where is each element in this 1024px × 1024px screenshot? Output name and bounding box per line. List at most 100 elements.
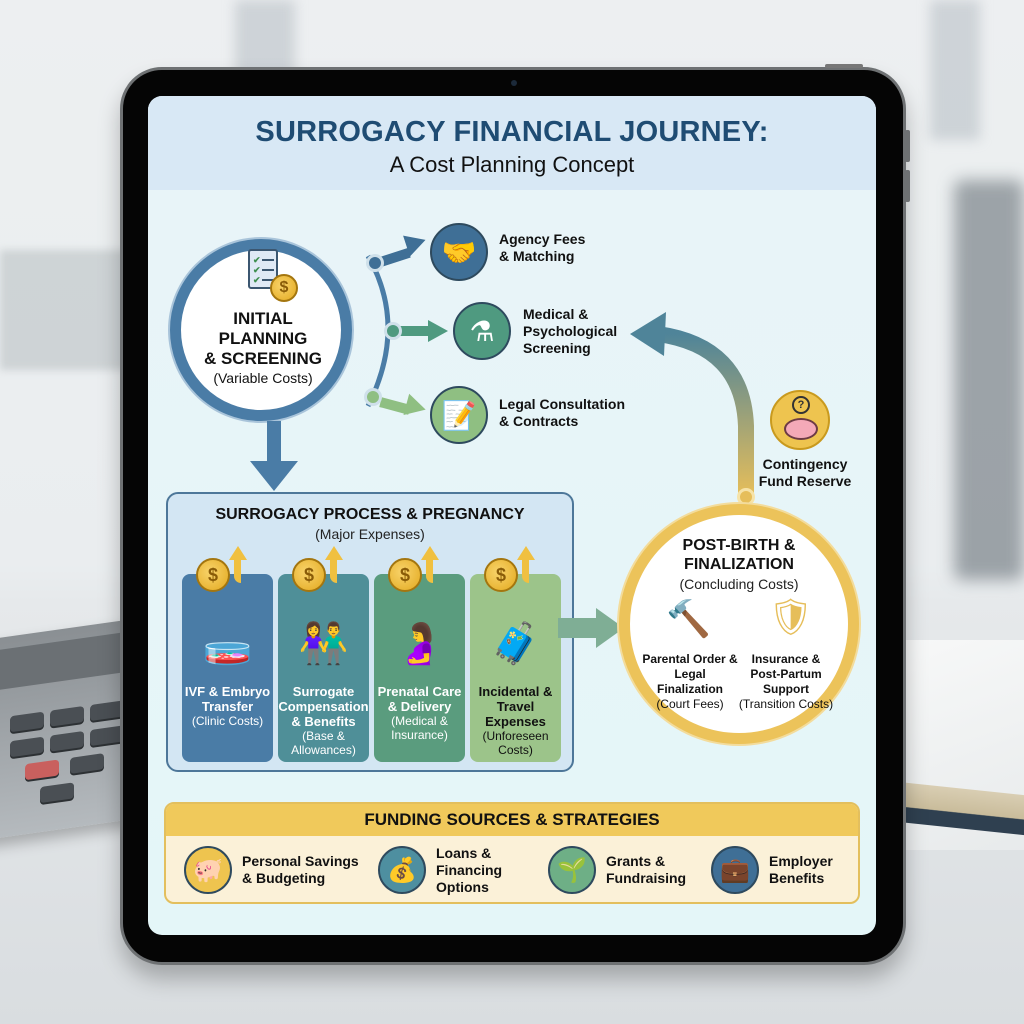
branch-label-legal-consultation: Legal Consultation & Contracts — [499, 396, 625, 429]
rising-arrow-icon — [325, 546, 343, 560]
rising-arrow-icon — [234, 559, 241, 583]
initial-planning-title: INITIAL — [233, 309, 293, 328]
money-bag-icon: 💰 — [378, 846, 426, 894]
post-birth-item-note: (Court Fees) — [656, 697, 724, 711]
process-subtitle: (Major Expenses) — [315, 526, 425, 542]
contingency-label: Contingency Fund Reserve — [758, 456, 852, 489]
camera-icon — [511, 80, 517, 86]
flask-icon: ⚗ — [453, 302, 511, 360]
contract-pen-icon: 📝 — [430, 386, 488, 444]
branch-arrow-head — [428, 320, 448, 342]
initial-planning-title: & SCREENING — [203, 349, 323, 368]
calculator-key — [90, 725, 124, 747]
process-title: SURROGACY PROCESS & PREGNANCY — [215, 506, 525, 523]
funding-sources-section: FUNDING SOURCES & STRATEGIES 🐖 Personal … — [164, 802, 860, 904]
calculator-display — [0, 631, 130, 693]
dollar-coin-icon: $ — [388, 558, 422, 592]
dollar-coin-icon: $ — [196, 558, 230, 592]
hand-sprout-icon: 🌱 — [548, 846, 596, 894]
branch-arrow-shaft — [400, 326, 430, 336]
branch-label-medical-screening: Medical & Psychological Screening — [523, 306, 618, 356]
funding-item-label: Personal Savings & Budgeting — [242, 853, 359, 886]
return-arrow — [630, 312, 754, 496]
piggy-bank-icon: 🐖 — [184, 846, 232, 894]
post-birth-item-insurance: Insurance & Post-Partum Support (Transit… — [736, 652, 836, 712]
calculator-key — [10, 736, 44, 758]
dollar-coin-icon: $ — [484, 558, 518, 592]
initial-planning-note: (Variable Costs) — [213, 370, 313, 386]
calculator-key — [10, 711, 44, 733]
post-birth-item-note: (Transition Costs) — [738, 697, 834, 711]
rising-arrow-icon — [421, 546, 439, 560]
calculator — [0, 618, 140, 842]
branch-node — [384, 322, 402, 340]
initial-planning-text: INITIAL PLANNING & SCREENING (Variable C… — [188, 309, 338, 387]
funding-item-label: Employer Benefits — [769, 853, 833, 886]
expense-card-ivf: 🧫 IVF & Embryo Transfer (Clinic Costs) — [182, 574, 273, 762]
background-pillar — [930, 0, 980, 140]
calculator-key — [90, 700, 124, 722]
funding-item-employer-benefits: 💼 Employer Benefits — [711, 840, 833, 900]
calculator-key-red — [25, 759, 59, 781]
calculator-key — [50, 730, 84, 752]
post-birth-circle — [619, 504, 859, 744]
pregnancy-hospital-icon: 🤰 — [394, 622, 445, 666]
checklist-document-icon: ✔ ✔ ✔ — [248, 249, 278, 289]
branch-label-agency-fees: Agency Fees & Matching — [499, 231, 586, 264]
tablet-volume-up-button — [905, 130, 910, 162]
branch-node — [364, 388, 382, 406]
piggy-bank-question-icon: ? — [770, 390, 830, 450]
funding-item-personal-savings: 🐖 Personal Savings & Budgeting — [184, 840, 359, 900]
post-birth-subtitle: (Concluding Costs) — [679, 576, 799, 592]
expense-card-title: Incidental & Travel Expenses (Unforeseen… — [470, 684, 561, 757]
expense-card-title: IVF & Embryo Transfer (Clinic Costs) — [182, 684, 273, 728]
expense-card-incidental-travel: 🧳 Incidental & Travel Expenses (Unforese… — [470, 574, 561, 762]
expense-card-title: Prenatal Care & Delivery (Medical & Insu… — [374, 684, 465, 742]
background-shelf — [0, 250, 130, 370]
page-title: SURROGACY FINANCIAL JOURNEY: — [255, 116, 769, 148]
expense-card-surrogate-compensation: 👫 Surrogate Compensation & Benefits (Bas… — [278, 574, 369, 762]
rising-arrow-icon — [517, 546, 535, 560]
funding-item-label: Grants & Fundraising — [606, 853, 687, 886]
dollar-coin-icon: $ — [292, 558, 326, 592]
page-subtitle: A Cost Planning Concept — [389, 152, 635, 177]
briefcase-icon: 💼 — [711, 846, 759, 894]
petri-dish-icon: 🧫 — [202, 622, 253, 666]
branch-arrow-head — [403, 393, 429, 421]
surrogacy-process-section: SURROGACY PROCESS & PREGNANCY (Major Exp… — [166, 492, 574, 772]
funding-item-loans: 💰 Loans & Financing Options — [378, 840, 502, 900]
right-arrow-icon — [558, 608, 624, 648]
down-arrow-icon — [250, 421, 298, 491]
tablet-screen: SURROGACY FINANCIAL JOURNEY: A Cost Plan… — [148, 96, 876, 935]
expense-card-title: Surrogate Compensation & Benefits (Base … — [278, 684, 369, 757]
expense-card-note: (Medical & Insurance) — [391, 714, 448, 742]
rising-arrow-icon — [330, 559, 337, 583]
initial-planning-title: PLANNING — [218, 329, 308, 348]
branch-node — [366, 254, 384, 272]
funding-title: FUNDING SOURCES & STRATEGIES — [166, 804, 858, 836]
dollar-coin-icon: $ — [270, 274, 298, 302]
handshake-icon: 🤝 — [430, 223, 488, 281]
calculator-key — [70, 753, 104, 774]
tablet-power-button — [825, 64, 863, 68]
gavel-icon: 🔨 — [666, 598, 711, 639]
calculator-key — [50, 705, 84, 727]
background-monitor — [954, 180, 1024, 580]
luggage-car-icon: 🧳 — [490, 622, 541, 666]
tablet-volume-down-button — [905, 170, 910, 202]
shield-check-icon: 🛡 — [768, 596, 814, 637]
funding-item-grants: 🌱 Grants & Fundraising — [548, 840, 686, 900]
post-birth-item-parental-order: Parental Order & Legal Finalization (Cou… — [640, 652, 740, 712]
expense-card-note: (Base & Allowances) — [291, 729, 356, 757]
expense-card-note: (Unforeseen Costs) — [482, 729, 549, 757]
rising-arrow-icon — [522, 559, 529, 583]
funding-item-label: Loans & Financing Options — [436, 844, 503, 895]
rising-arrow-icon — [426, 559, 433, 583]
rising-arrow-icon — [229, 546, 247, 560]
infographic-header: SURROGACY FINANCIAL JOURNEY: A Cost Plan… — [148, 96, 876, 190]
couple-heart-icon: 👫 — [298, 622, 349, 666]
expense-card-note: (Clinic Costs) — [191, 714, 264, 728]
post-birth-title: POST-BIRTH & FINALIZATION — [682, 537, 796, 573]
expense-card-prenatal-care: 🤰 Prenatal Care & Delivery (Medical & In… — [374, 574, 465, 762]
calculator-key — [40, 782, 74, 804]
